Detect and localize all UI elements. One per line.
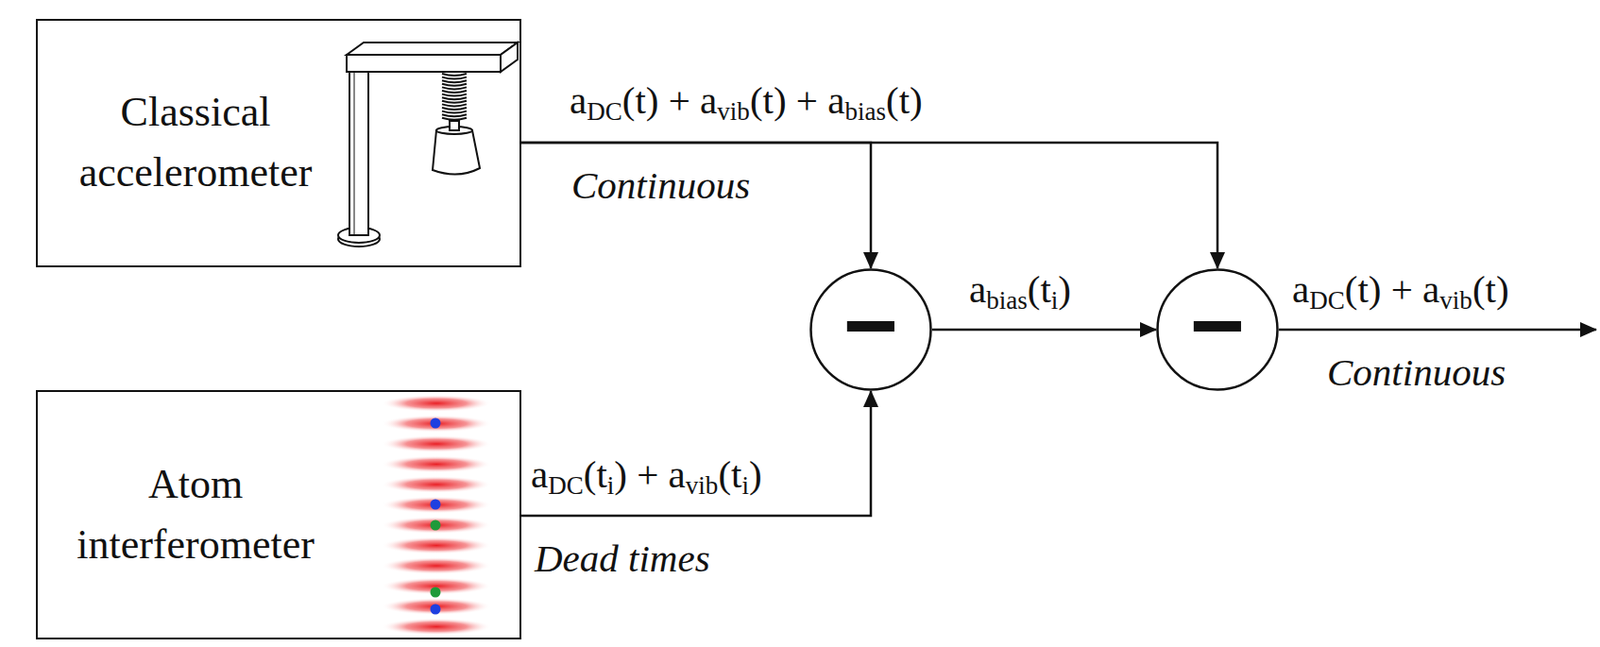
lattice-fringe (381, 496, 492, 514)
instrument-name: Atom interferometer (45, 454, 346, 576)
timing-note: Continuous (1327, 349, 1506, 396)
output-arrow (1278, 328, 1597, 332)
lattice-fringe (381, 456, 492, 474)
lattice-fringe (381, 537, 492, 555)
lattice-fringe (381, 597, 492, 615)
lattice-fringe (381, 476, 492, 494)
instrument-box: Classical accelerometer (35, 18, 522, 268)
accelerometer-icon (338, 42, 518, 247)
subtractor-circle: − (809, 268, 933, 392)
signal-label: aDC(ti) + avib(ti) (530, 451, 763, 498)
timing-note: Dead times (534, 535, 711, 582)
signal-label: abias(ti) (969, 266, 1072, 313)
signal-label: aDC(t) + avib(t) (1292, 266, 1510, 313)
spring-turn (442, 73, 467, 76)
spring-turn (442, 111, 467, 114)
lattice-fringe (381, 394, 492, 412)
lattice-fringe (381, 435, 492, 453)
signal-connector (521, 142, 1218, 269)
signal-connector (521, 142, 871, 269)
spring-turn (442, 90, 467, 93)
minus-sign: − (843, 277, 899, 373)
subtractor-circle: − (1156, 268, 1279, 392)
atoms (430, 418, 442, 615)
minus-sign: − (1190, 277, 1245, 373)
spring-turn (442, 84, 467, 86)
spring-turn (442, 77, 467, 80)
instrument-box: Atom interferometer (35, 390, 522, 640)
spring-turn (442, 101, 467, 103)
spring-coil (442, 73, 467, 120)
spring-turn (442, 94, 467, 97)
instrument-name: Classical accelerometer (45, 82, 346, 204)
spring-turn (442, 103, 467, 106)
signal-connector (521, 391, 871, 516)
spring-turn (442, 80, 467, 83)
spring-turn (442, 107, 467, 110)
spring-turn (442, 114, 467, 117)
timing-note: Continuous (571, 162, 750, 209)
lattice-fringe (381, 618, 492, 636)
lattice-fringe (381, 415, 492, 433)
spring-turn (442, 118, 467, 120)
lattice-fringe (381, 516, 492, 534)
lattice-fringe (381, 557, 492, 575)
signal-connector (932, 328, 1157, 332)
signal-label: aDC(t) + avib(t) + abias(t) (569, 77, 923, 124)
spring-turn (442, 86, 467, 89)
optical-lattice (381, 394, 492, 636)
spring-turn (442, 97, 467, 100)
